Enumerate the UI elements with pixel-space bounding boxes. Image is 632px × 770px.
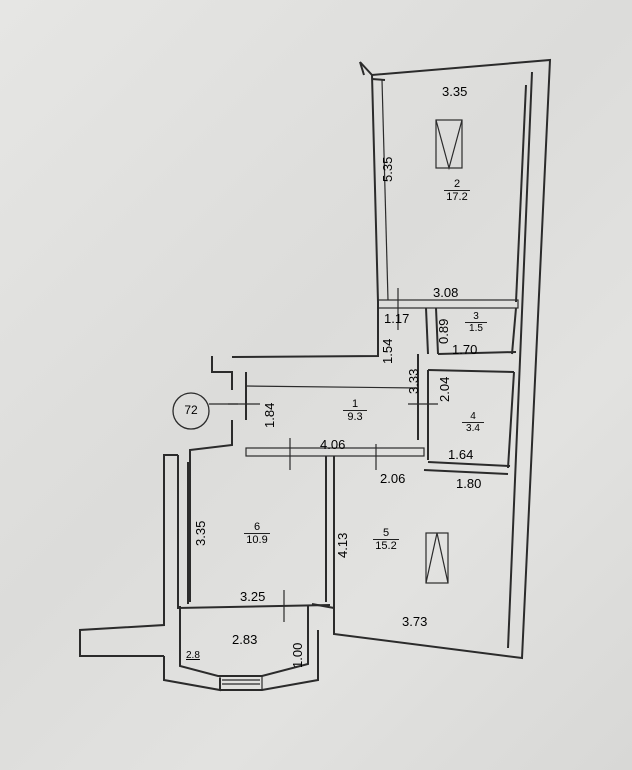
room-6-label: 6 10.9 bbox=[244, 521, 270, 546]
dim-room4-width: 1.64 bbox=[448, 447, 474, 462]
room-2-label: 2 17.2 bbox=[444, 178, 470, 203]
window-symbols bbox=[228, 119, 463, 622]
dim-corridor-len: 1.54 bbox=[380, 338, 395, 364]
dim-room5-top: 1.80 bbox=[456, 476, 482, 491]
room-1-number: 1 bbox=[343, 398, 367, 411]
room-3-number: 3 bbox=[465, 311, 487, 323]
dim-balcony-depth: 1.00 bbox=[290, 642, 305, 668]
interior-walls bbox=[187, 79, 527, 608]
room-5-number: 5 bbox=[373, 527, 399, 540]
dim-balcony-width: 2.83 bbox=[232, 632, 258, 647]
room-6-number: 6 bbox=[244, 521, 270, 534]
room-3-label: 3 1.5 bbox=[465, 311, 487, 334]
room-5-label: 5 15.2 bbox=[373, 527, 399, 552]
dim-door-width: 2.06 bbox=[380, 471, 406, 486]
dim-entry-width: 1.84 bbox=[262, 402, 277, 428]
room-1-area: 9.3 bbox=[347, 411, 363, 423]
room-1-label: 1 9.3 bbox=[343, 398, 367, 423]
dim-corridor-width: 1.17 bbox=[384, 311, 410, 326]
room-4-area: 3.4 bbox=[466, 423, 480, 434]
dim-room3-len: 1.70 bbox=[452, 342, 478, 357]
dim-room2-length: 5.35 bbox=[380, 156, 395, 182]
dim-room3-small: 0.89 bbox=[436, 318, 451, 344]
dim-room5-height: 4.13 bbox=[335, 532, 350, 558]
room-4-label: 4 3.4 bbox=[462, 411, 484, 434]
balcony-area: 2.8 bbox=[186, 650, 200, 661]
dim-room4-height: 2.04 bbox=[437, 376, 452, 402]
room-5-area: 15.2 bbox=[375, 540, 397, 552]
dim-room6-width: 3.25 bbox=[240, 589, 266, 604]
dim-room2-width: 3.35 bbox=[442, 84, 468, 99]
room-2-area: 17.2 bbox=[446, 191, 468, 203]
plan-marker-label: 72 bbox=[184, 403, 198, 417]
room-2-number: 2 bbox=[444, 178, 470, 191]
dim-room6-height: 3.35 bbox=[193, 520, 208, 546]
dim-hall-width: 4.06 bbox=[320, 437, 346, 452]
dim-hall-height: 3.33 bbox=[406, 368, 421, 394]
room-6-area: 10.9 bbox=[246, 534, 268, 546]
balcony bbox=[163, 606, 319, 692]
room-3-area: 1.5 bbox=[469, 323, 483, 334]
outer-walls bbox=[79, 58, 552, 660]
plan-marker bbox=[172, 392, 238, 430]
dim-room5-width: 3.73 bbox=[402, 614, 428, 629]
dim-room3-width: 3.08 bbox=[433, 285, 459, 300]
room-4-number: 4 bbox=[462, 411, 484, 423]
